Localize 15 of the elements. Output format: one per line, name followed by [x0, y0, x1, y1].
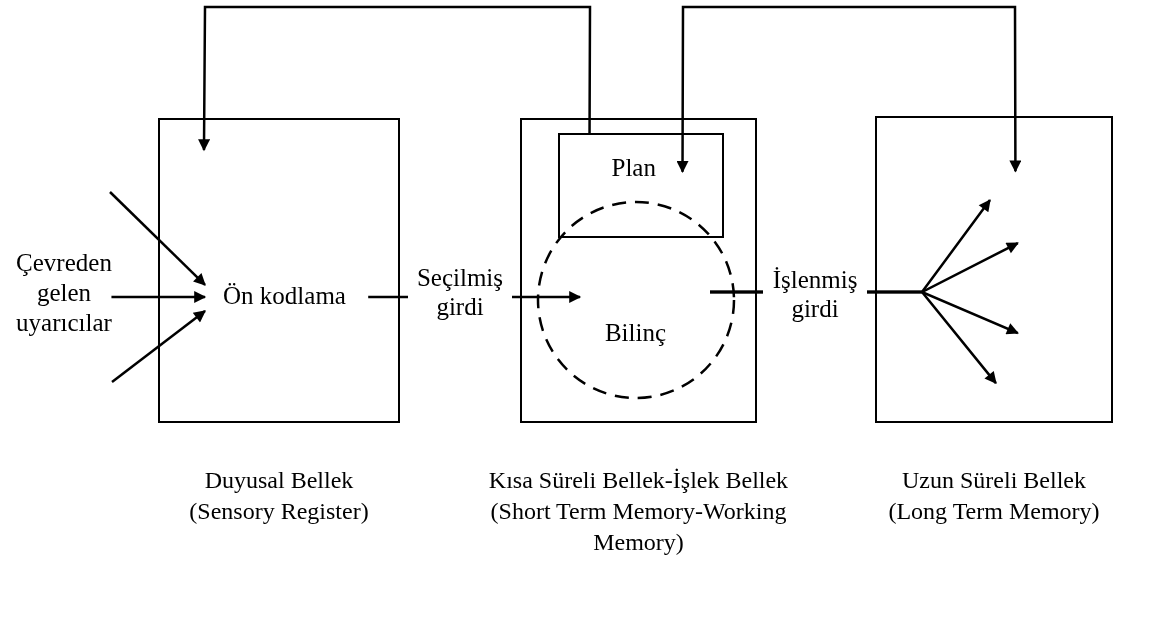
memory-caption: Kısa Süreli Bellek-İşlek Bellek (Short Term Memory-Working Memory): [488, 466, 789, 558]
circle-label: Bilinç: [604, 317, 667, 348]
edge-label: İşlenmiş girdi: [763, 266, 867, 324]
arrow: [676, 5, 1022, 174]
dashed-circle: [535, 199, 736, 400]
node-text: Çevreden gelen uyarıcılar: [15, 248, 113, 338]
plan-box: [557, 132, 724, 238]
arrow: [111, 310, 206, 383]
arrow: [109, 191, 206, 286]
memory-caption: Uzun Süreli Bellek (Long Term Memory): [887, 466, 1101, 527]
memory-caption: Duyusal Bellek (Sensory Register): [188, 466, 370, 527]
arrow: [111, 291, 207, 303]
arrow: [198, 5, 592, 152]
node-text: Ön kodlama: [222, 280, 347, 311]
box-title: Plan: [611, 152, 656, 183]
